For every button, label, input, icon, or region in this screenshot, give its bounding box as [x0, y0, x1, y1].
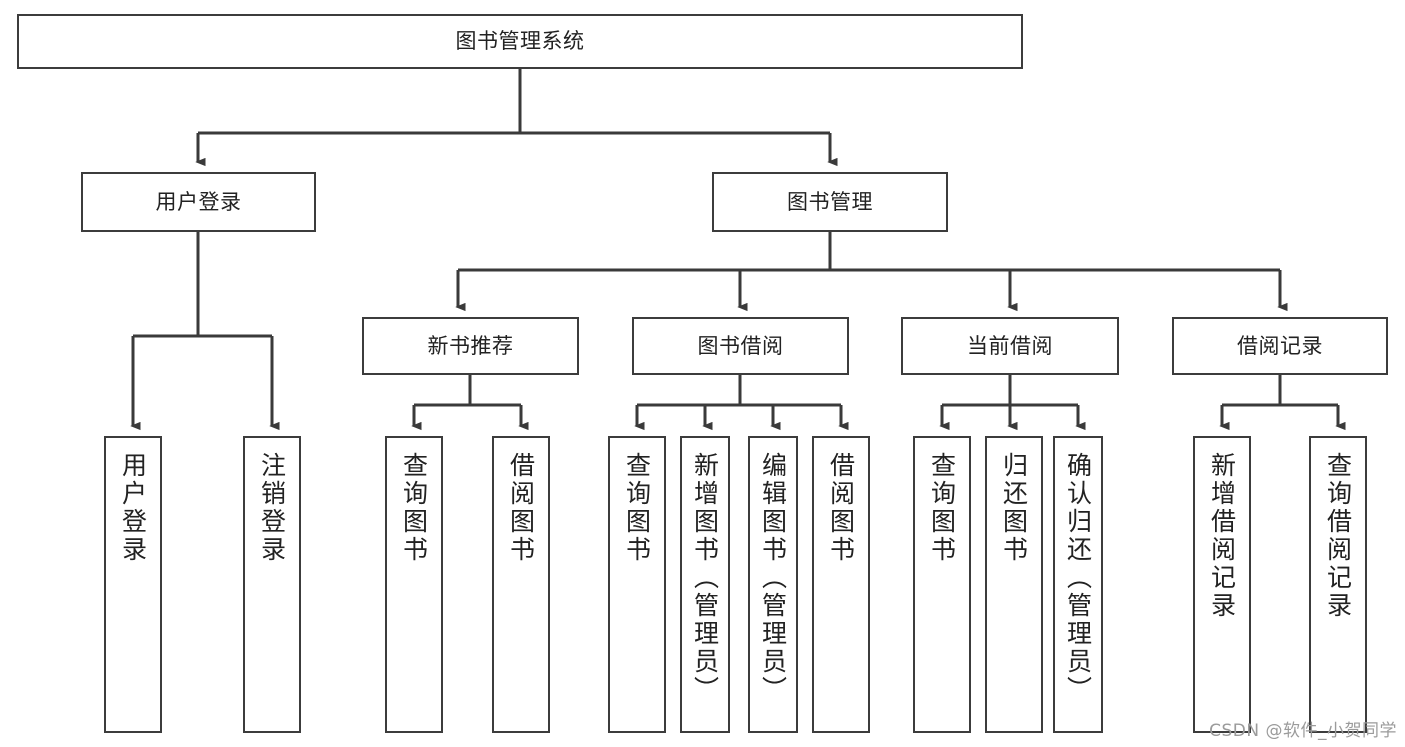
node-user-login[interactable]: 用户登录 [81, 172, 316, 232]
leaf-borrow-book-1[interactable]: 借阅图书 [492, 436, 550, 733]
node-book-borrow-label: 图书借阅 [697, 333, 784, 358]
node-book-manage-label: 图书管理 [787, 189, 873, 214]
leaf-confirm-return[interactable]: 确认归还（管理员） [1053, 436, 1103, 733]
leaf-return-book[interactable]: 归还图书 [985, 436, 1043, 733]
leaf-return-book-label: 归还图书 [999, 452, 1029, 564]
node-book-borrow[interactable]: 图书借阅 [632, 317, 849, 375]
leaf-confirm-return-label: 确认归还（管理员） [1063, 452, 1093, 704]
leaf-query-book-2[interactable]: 查询图书 [608, 436, 666, 733]
leaf-user-login[interactable]: 用户登录 [104, 436, 162, 733]
node-current-borrow-label: 当前借阅 [967, 333, 1053, 358]
leaf-logout-login-label: 注销登录 [257, 452, 287, 564]
node-borrow-record[interactable]: 借阅记录 [1172, 317, 1388, 375]
node-new-book-recommend[interactable]: 新书推荐 [362, 317, 579, 375]
leaf-add-record-label: 新增借阅记录 [1207, 452, 1237, 620]
leaf-query-book-1[interactable]: 查询图书 [385, 436, 443, 733]
leaf-query-book-3-label: 查询图书 [927, 452, 957, 564]
leaf-add-book-label: 新增图书（管理员） [690, 452, 720, 704]
leaf-edit-book[interactable]: 编辑图书（管理员） [748, 436, 798, 733]
leaf-add-record[interactable]: 新增借阅记录 [1193, 436, 1251, 733]
node-current-borrow[interactable]: 当前借阅 [901, 317, 1119, 375]
node-root-label: 图书管理系统 [455, 29, 585, 54]
node-borrow-record-label: 借阅记录 [1237, 333, 1323, 358]
leaf-edit-book-label: 编辑图书（管理员） [758, 452, 788, 704]
node-root-system[interactable]: 图书管理系统 [17, 14, 1023, 69]
leaf-borrow-book-1-label: 借阅图书 [506, 452, 536, 564]
leaf-query-record-label: 查询借阅记录 [1323, 452, 1353, 620]
leaf-query-book-2-label: 查询图书 [622, 452, 652, 564]
leaf-add-book[interactable]: 新增图书（管理员） [680, 436, 730, 733]
node-new-book-recommend-label: 新书推荐 [427, 333, 514, 358]
leaf-borrow-book-2[interactable]: 借阅图书 [812, 436, 870, 733]
csdn-watermark: CSDN @软件_小贺同学 [1209, 721, 1397, 741]
leaf-query-book-1-label: 查询图书 [399, 452, 429, 564]
leaf-query-record[interactable]: 查询借阅记录 [1309, 436, 1367, 733]
node-user-login-label: 用户登录 [155, 189, 242, 214]
leaf-user-login-label: 用户登录 [118, 452, 148, 564]
node-book-manage[interactable]: 图书管理 [712, 172, 948, 232]
leaf-query-book-3[interactable]: 查询图书 [913, 436, 971, 733]
leaf-borrow-book-2-label: 借阅图书 [826, 452, 856, 564]
leaf-logout-login[interactable]: 注销登录 [243, 436, 301, 733]
